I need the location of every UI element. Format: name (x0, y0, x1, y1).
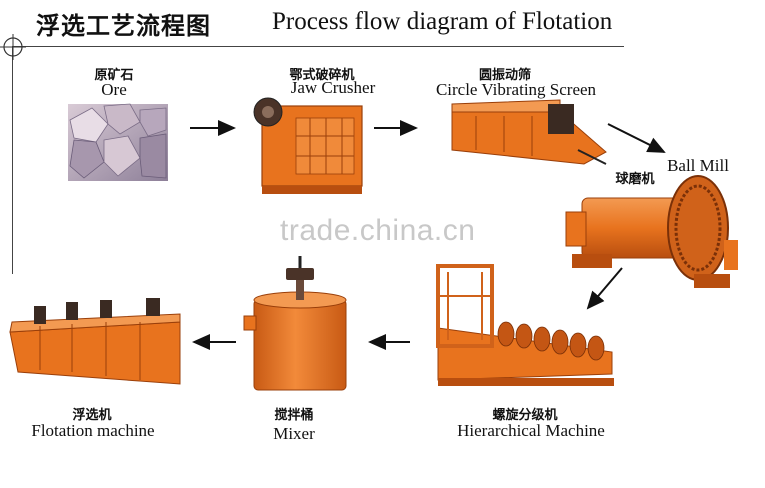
arrow-mill-to-classifier (588, 268, 622, 308)
flotation-machine-image (10, 298, 180, 384)
vibrating-screen-image (452, 100, 606, 164)
ore-image (68, 104, 168, 181)
arrow-screen-to-mill (608, 124, 664, 152)
watermark: trade.china.cn (280, 214, 475, 248)
mixer-image (244, 256, 346, 390)
jaw-crusher-image (254, 98, 362, 194)
ball-mill-image (566, 176, 738, 288)
hierarchical-machine-image (438, 266, 614, 386)
